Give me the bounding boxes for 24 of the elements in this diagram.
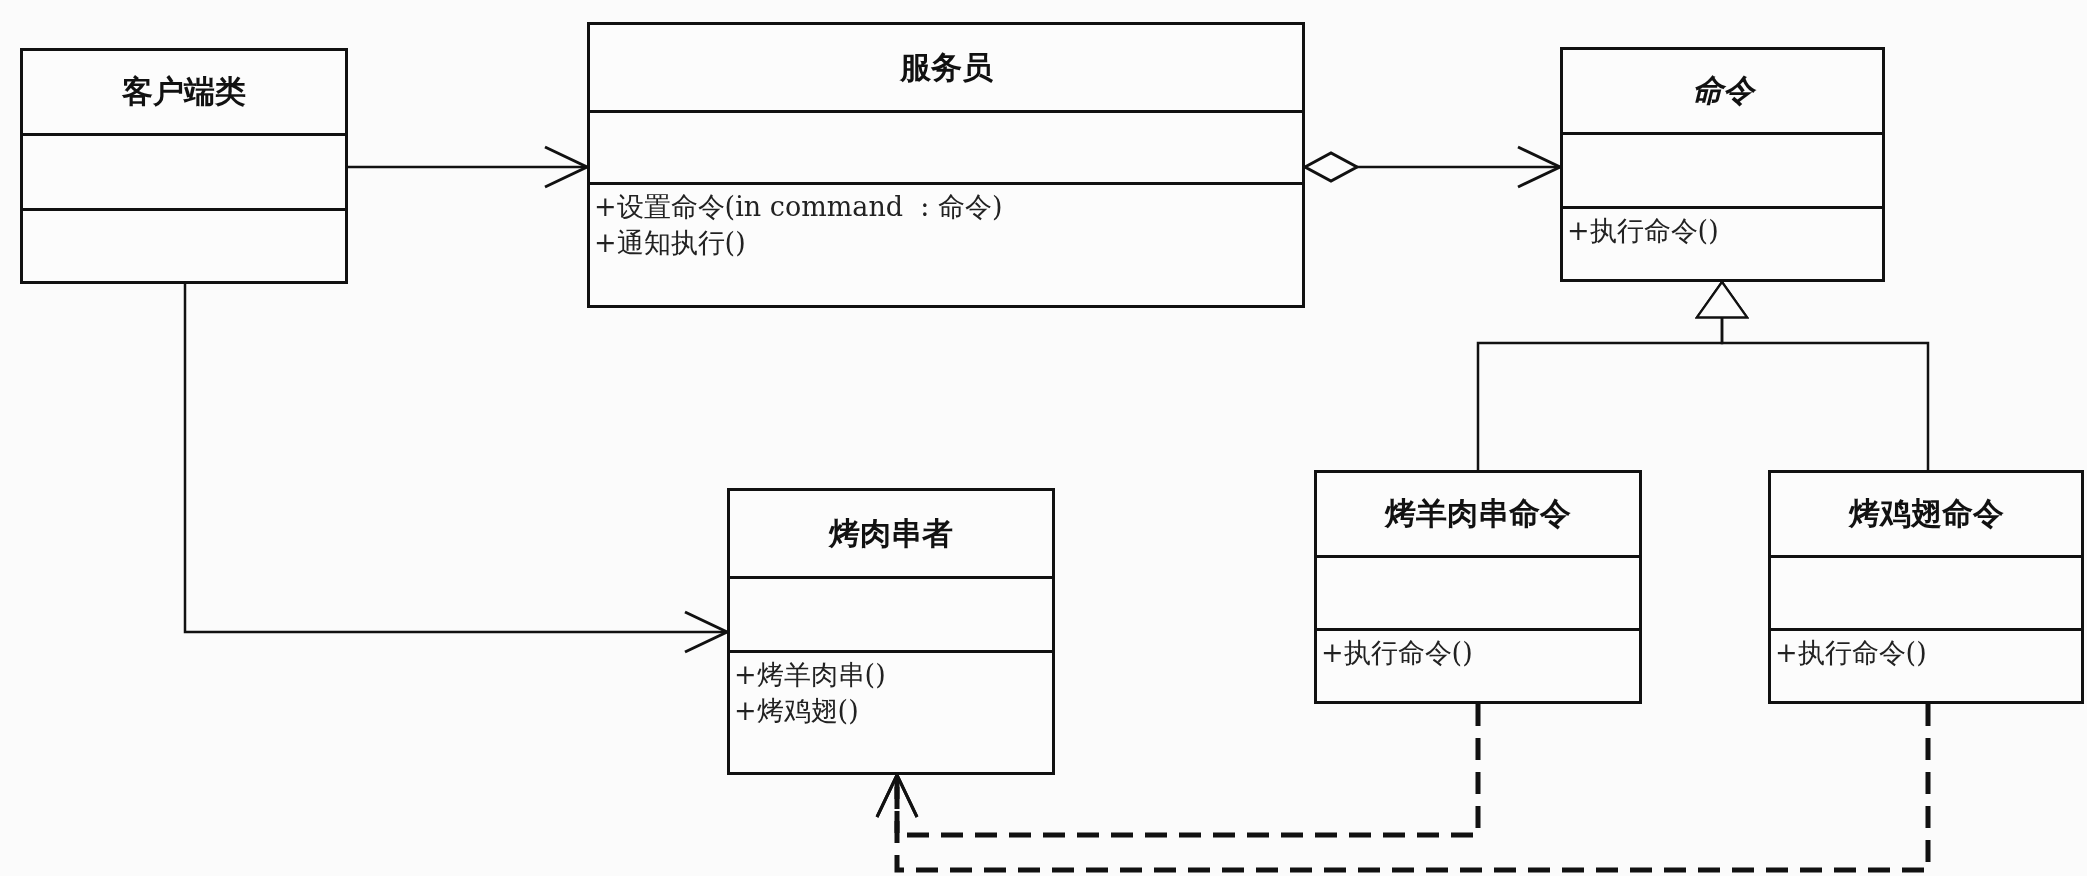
operation: +执行命令() [1775, 636, 1927, 670]
class-name: 客户端类 [122, 72, 246, 111]
aggregation-arrow [1303, 145, 1562, 189]
class-name: 烤羊肉串命令 [1385, 494, 1571, 533]
class-box [20, 48, 348, 284]
class-box [727, 488, 1055, 775]
dependency-arrow [875, 704, 1931, 873]
operation: +烤鸡翅() [734, 694, 859, 728]
class-box [587, 22, 1305, 308]
operation: +通知执行() [594, 226, 746, 260]
class-name: 服务员 [899, 47, 993, 87]
operation: +执行命令() [1567, 214, 1719, 248]
operation: +烤羊肉串() [734, 658, 886, 692]
class-name: 烤肉串者 [829, 513, 953, 553]
association-arrow [183, 284, 729, 654]
association-arrow [348, 145, 589, 189]
class-name: 命令 [1691, 71, 1754, 110]
operation: +执行命令() [1321, 636, 1473, 670]
class-name: 烤鸡翅命令 [1848, 494, 2004, 533]
generalization-arrow [1695, 280, 1930, 470]
class-box [1560, 47, 1885, 282]
class-box [1314, 470, 1642, 704]
operation: +设置命令(in command : 命令) [594, 190, 1003, 224]
class-box [1768, 470, 2084, 704]
